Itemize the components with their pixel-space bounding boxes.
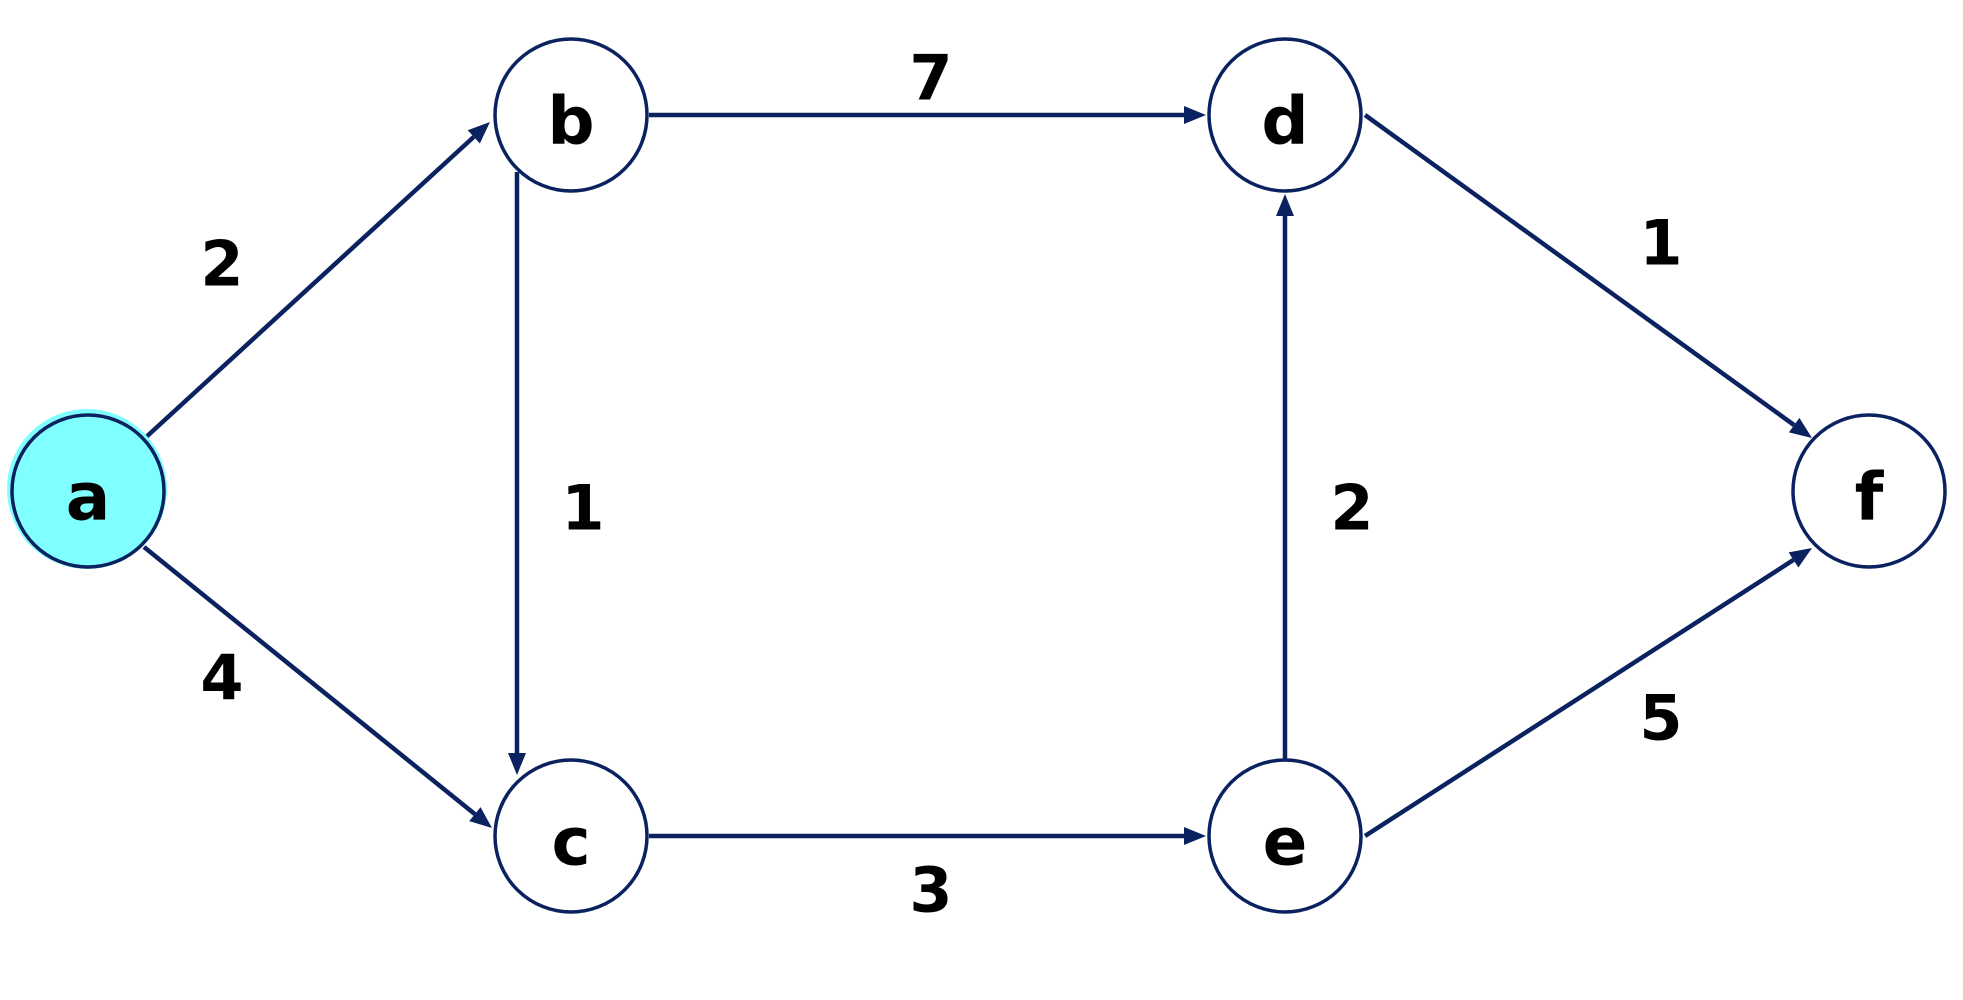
edge-weight-a-c: 4 [200,642,243,715]
edge-a-c [142,545,492,828]
edge-line-a-c [142,545,477,816]
edge-e-d [1276,194,1294,760]
arrowhead-e-d [1276,194,1294,216]
edge-line-d-f [1363,113,1796,427]
node-c: c [493,758,649,914]
edge-line-a-b [142,135,476,441]
node-circle-e [1207,758,1363,914]
node-label-a: a [66,459,111,536]
node-f: f [1791,413,1947,569]
node-e: e [1207,758,1363,914]
node-circle-a [10,413,166,569]
arrowhead-c-e [1184,827,1206,845]
edge-b-d [649,106,1206,124]
edge-line-e-f [1363,558,1795,838]
node-circle-c [493,758,649,914]
node-label-c: c [551,804,590,881]
edge-weight-c-e: 3 [909,854,952,927]
node-label-f: f [1855,459,1885,536]
edge-weight-e-d: 2 [1330,472,1373,545]
arrowhead-d-f [1788,417,1812,438]
node-circle-f [1791,413,1947,569]
arrowhead-e-f [1788,548,1812,568]
node-label-b: b [547,83,594,160]
edge-weight-a-b: 2 [200,228,243,301]
node-b: b [493,37,649,193]
edge-weight-e-f: 5 [1639,682,1682,755]
edge-e-f [1363,548,1812,838]
arrowhead-b-d [1184,106,1206,124]
edge-c-e [649,827,1206,845]
node-label-d: d [1261,83,1308,160]
edge-a-b [142,122,490,441]
arrowhead-b-c [508,753,526,775]
nodes-layer: a b c d e f [7,37,1947,914]
node-a: a [7,409,167,569]
arrowhead-a-b [467,122,490,144]
edge-weight-b-c: 1 [561,472,604,545]
node-circle-d [1207,37,1363,193]
edge-weight-b-d: 7 [909,42,952,115]
node-circle-b [493,37,649,193]
node-label-e: e [1263,804,1308,881]
edges-layer [142,106,1812,845]
node-d: d [1207,37,1363,193]
edge-b-c [508,172,526,775]
weights-layer: 2 4 7 1 3 2 1 5 [200,42,1682,927]
arrowhead-a-c [469,807,492,828]
edge-d-f [1363,113,1812,438]
edge-weight-d-f: 1 [1639,207,1682,280]
